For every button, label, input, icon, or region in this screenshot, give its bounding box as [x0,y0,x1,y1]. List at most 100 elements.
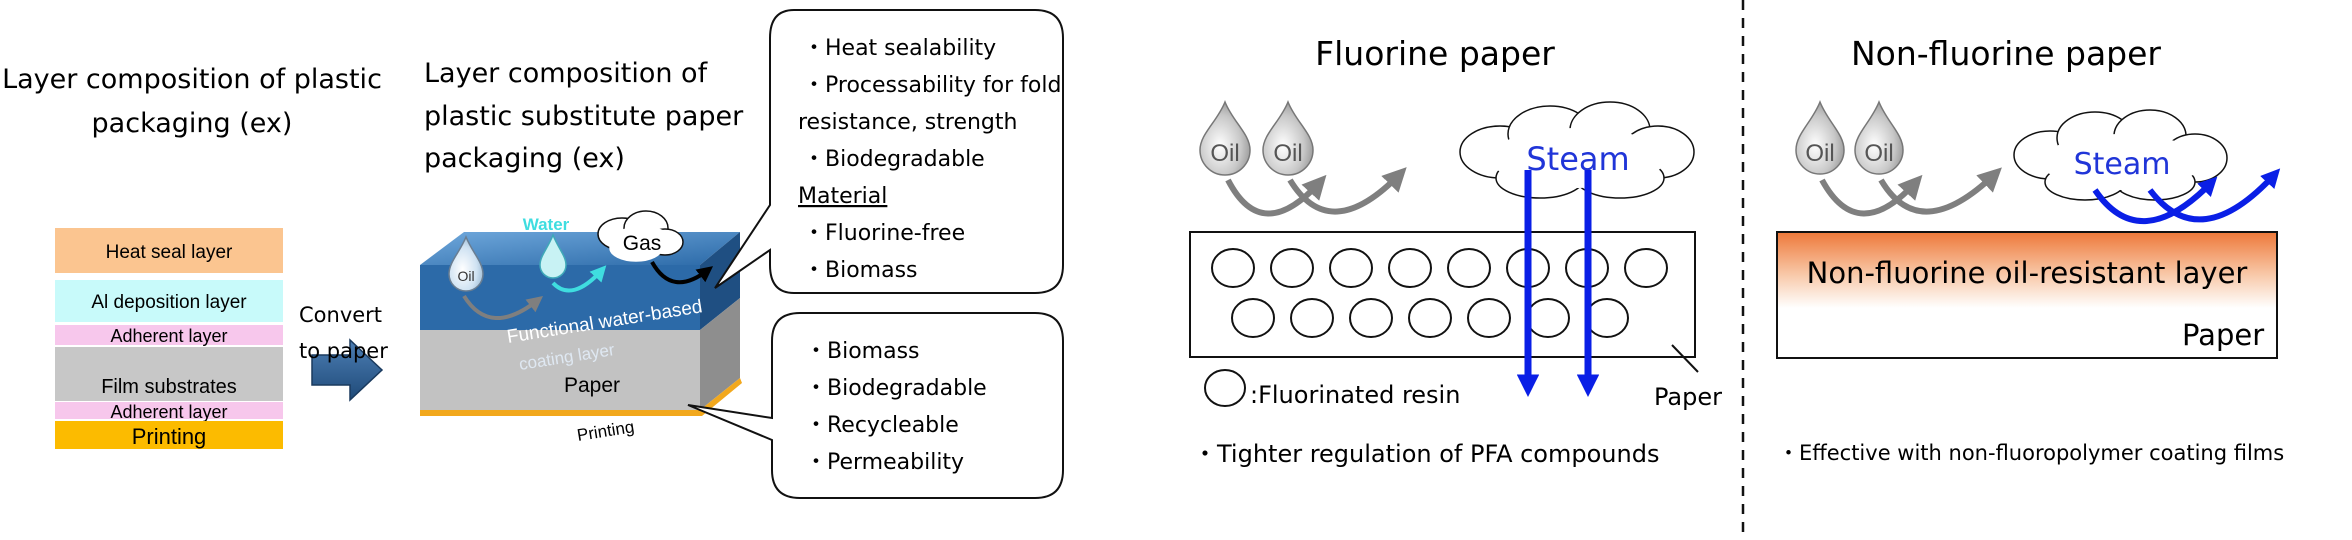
paper-title-line-2: plastic substitute paper [424,101,744,132]
callout-top-bubble [714,9,1064,294]
non-fluorine-oil-drop-1: Oil [1795,99,1845,175]
plastic-title-line-2: packaging (ex) [92,108,293,139]
gas-label: Gas [623,232,662,255]
printing-layer [55,421,283,449]
legend-resin-circle [1204,369,1246,407]
fluorine-oil-arrow-1 [1225,174,1327,217]
gas-bounce-arrow [650,260,714,285]
non-fluorine-steam-arrow-1 [2092,176,2218,225]
non-fluorine-steam-label: Steam [2074,147,2171,182]
non-fluorine-oil-arrow-1 [1819,174,1923,217]
resin-circle [1270,248,1314,288]
fluorine-title: Fluorine paper [1315,34,1555,73]
adherent-layer-top-label: Adherent layer [110,326,227,346]
callout-top-lines: ・Heat sealability ・Processability for fo… [798,36,1061,283]
non-fluorine-paper-label: Paper [2182,318,2264,352]
resin-circle [1526,298,1570,338]
paper-label-leader [1671,344,1699,373]
resin-circle [1585,298,1629,338]
non-fluorine-steam-cloud-icon [2013,109,2228,201]
callout-bottom-line-3: ・Recycleable [805,413,959,438]
convert-label-line-1: Convert [299,303,382,327]
heat-seal-layer-label: Heat seal layer [106,242,233,263]
oil-droplet-icon [1795,99,1845,175]
block-paper-label: Paper [564,374,620,397]
heat-seal-layer [55,228,283,273]
fluorine-oil-label-1: Oil [1210,140,1239,167]
al-deposition-layer-label: Al deposition layer [91,292,247,313]
fluorine-oil-label-2: Oil [1273,140,1302,167]
fluorine-steam-cloud-icon [1459,101,1695,199]
resin-circle [1624,248,1668,288]
non-fluorine-oil-drop-2: Oil [1854,99,1904,175]
non-fluorine-note: ・Effective with non-fluoropolymer coatin… [1778,441,2284,465]
fluorine-oil-drop-1: Oil [1199,99,1251,176]
water-label: Water [523,215,570,234]
fluorine-oil-drop-2: Oil [1262,99,1314,176]
resin-circle [1290,298,1334,338]
block-paper-side [700,298,740,410]
water-bounce-arrow [551,265,607,293]
block-oil-bounce-arrow [462,294,544,320]
paper-title-line-3: packaging (ex) [424,143,625,174]
resin-circle [1329,248,1373,288]
fluorine-legend-label: :Fluorinated resin [1250,381,1460,409]
callout-bottom-lines: ・Biomass ・Biodegradable ・Recycleable ・Pe… [805,339,987,475]
plastic-title-line-1: Layer composition of plastic [2,64,382,95]
resin-circle [1408,298,1452,338]
callout-bottom-line-4: ・Permeability [805,450,964,475]
oil-droplet-icon [1854,99,1904,175]
non-fluorine-oil-arrow-2 [1878,167,2002,215]
block-paper-front [420,330,700,410]
non-fluorine-title: Non-fluorine paper [1851,34,2161,73]
fluorine-steam-label: Steam [1526,140,1629,178]
callout-bottom-line-1: ・Biomass [805,339,920,364]
printing-layer-label: Printing [132,424,207,449]
gas-cloud-icon [597,210,684,262]
resin-circle [1211,248,1255,288]
adherent-layer-bottom [55,402,283,419]
callout-top-line-6: ・Fluorine-free [803,221,965,246]
resin-circle [1349,298,1393,338]
resin-circle [1467,298,1511,338]
fluorine-paper-label: Paper [1654,383,1722,411]
convert-label-line-2: to paper [299,339,388,363]
block-coating-front [420,265,700,330]
resin-circle [1388,248,1432,288]
resin-circle [1231,298,1275,338]
callout-bottom-bubble [687,312,1064,499]
film-substrate-layer-label: Film substrates [101,376,237,398]
non-fluorine-layer-label: Non-fluorine oil-resistant layer [1807,256,2248,290]
plastic-layer-stack: Heat seal layer Al deposition layer Adhe… [55,228,283,449]
fluorine-paper-sheet [1189,231,1696,358]
resin-circle [1447,248,1491,288]
callout-top-line-7: ・Biomass [803,258,918,283]
block-printing-edge [420,378,742,416]
block-printing-label: Printing [576,417,636,445]
convert-arrow-icon [311,338,384,402]
block-oil-label: Oil [457,268,474,284]
adherent-layer-bottom-label: Adherent layer [110,402,227,422]
oil-droplet-icon [1262,99,1314,176]
fluorine-note: ・Tighter regulation of PFA compounds [1193,440,1659,468]
non-fluorine-oil-label-1: Oil [1805,140,1834,167]
non-fluorine-oil-label-2: Oil [1864,140,1893,167]
paper-title-line-1: Layer composition of [424,58,709,89]
non-fluorine-oil-resistant-layer [1778,233,2276,308]
fluorine-oil-arrow-2 [1287,167,1407,215]
callout-top-line-1: ・Heat sealability [803,36,996,61]
block-oil-droplet-icon [448,234,484,292]
water-droplet-icon [539,232,567,279]
paper-block-3d [420,232,742,416]
callout-top-line-5: Material [798,184,887,209]
callout-bottom-line-2: ・Biodegradable [805,376,987,401]
adherent-layer-top [55,325,283,345]
film-substrate-layer [55,347,283,401]
callout-top-line-4: ・Biodegradable [803,147,985,172]
callout-top-line-3: resistance, strength [798,110,1017,135]
al-deposition-layer [55,280,283,322]
non-fluorine-steam-arrow-2 [2147,168,2281,223]
callout-top-line-2: ・Processability for fold [803,73,1061,98]
oil-droplet-icon [1199,99,1251,176]
